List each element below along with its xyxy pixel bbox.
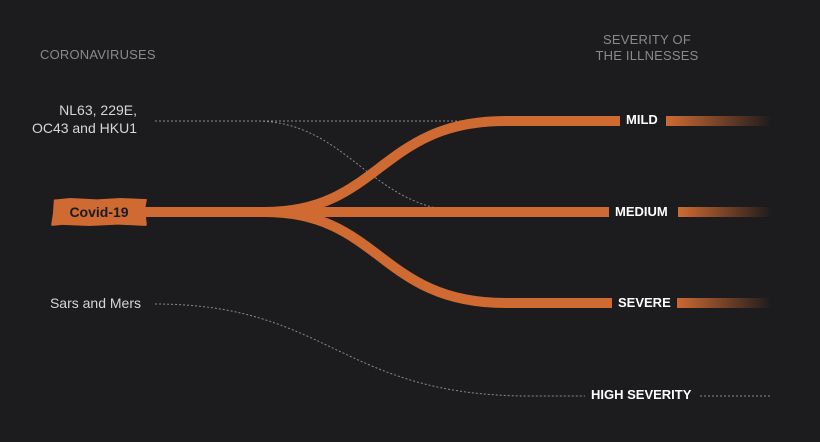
common-to-medium-dotted bbox=[254, 120, 471, 213]
common-coronaviruses-line2: OC43 and HKU1 bbox=[31, 120, 137, 136]
mild-tail-gradient bbox=[666, 116, 772, 126]
severity-mild-label: MILD bbox=[620, 111, 664, 129]
covid-to-severe-flow bbox=[145, 207, 614, 308]
sars-to-high-dotted bbox=[154, 303, 590, 397]
severity-high-label: HIGH SEVERITY bbox=[585, 386, 698, 404]
severe-tail-gradient bbox=[675, 298, 772, 308]
covid-19-tag: Covid-19 bbox=[51, 198, 147, 226]
common-coronaviruses-line1: NL63, 229E, bbox=[59, 102, 137, 118]
severity-heading-line1: SEVERITY OF bbox=[603, 32, 691, 47]
severity-severe-label: SEVERE bbox=[612, 294, 677, 312]
covid-to-mild-flow bbox=[145, 116, 622, 217]
coronaviruses-heading: CORONAVIRUSES bbox=[40, 47, 156, 62]
severity-medium-label: MEDIUM bbox=[609, 203, 674, 221]
severity-heading-line2: THE ILLNESSES bbox=[595, 48, 699, 63]
medium-tail-gradient bbox=[678, 207, 772, 217]
common-coronaviruses-label: NL63, 229E, OC43 and HKU1 bbox=[32, 101, 137, 137]
sars-mers-label: Sars and Mers bbox=[49, 295, 141, 311]
severity-heading: SEVERITY OF THE ILLNESSES bbox=[583, 32, 711, 64]
